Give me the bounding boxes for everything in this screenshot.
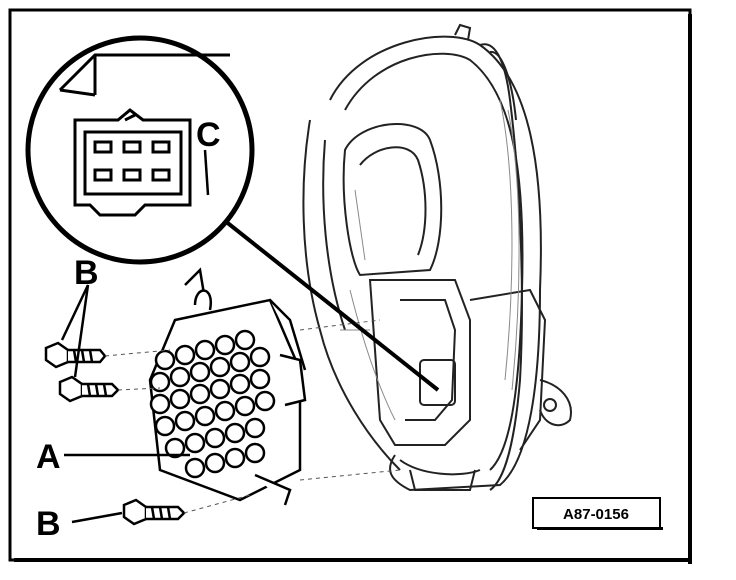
label-c: C xyxy=(196,116,221,154)
resistor-coils xyxy=(149,329,276,479)
reference-code: A87-0156 xyxy=(563,506,629,523)
frame-shadow xyxy=(688,14,692,564)
blower-housing xyxy=(302,23,572,492)
label-b-top: B xyxy=(74,254,99,292)
assembly-lines xyxy=(104,319,401,514)
label-b-bottom: B xyxy=(36,505,61,543)
connector-detail xyxy=(58,53,230,217)
housing-shading xyxy=(340,99,520,421)
label-a: A xyxy=(36,438,61,476)
screw-lower xyxy=(122,498,186,526)
magnifier-leader xyxy=(203,203,440,392)
reference-code-box xyxy=(532,497,661,529)
frame-shadow-bottom xyxy=(14,558,692,562)
callout-leaders xyxy=(60,149,210,524)
reference-code-box-shadow xyxy=(537,527,663,530)
